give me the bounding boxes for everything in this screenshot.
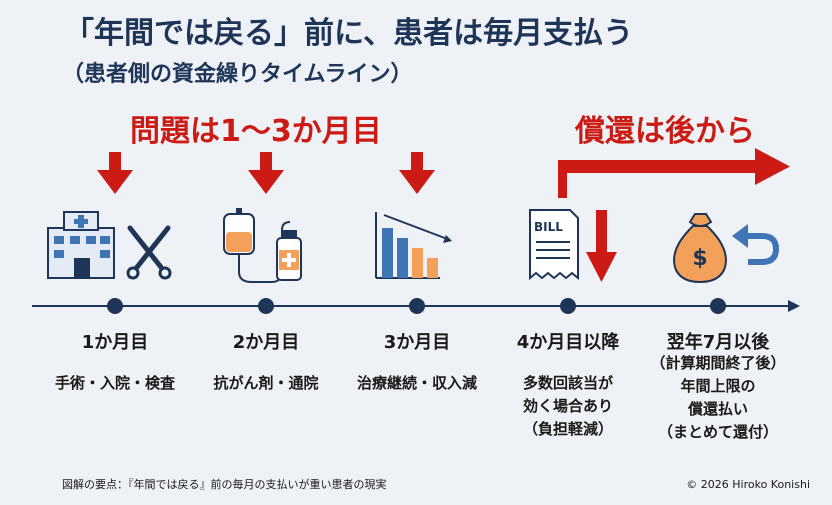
down-arrow-icon [248, 152, 284, 194]
axis-arrowhead [788, 300, 800, 312]
right-arrow-icon [558, 148, 790, 198]
footnote: 図解の要点：『年間では戻る』前の毎月の支払いが重い患者の現実 [62, 478, 387, 491]
period-detail: 治療継続・収入減 [322, 372, 512, 395]
page-subtitle: （患者側の資金繰りタイムライン） [62, 62, 413, 87]
money-bag-icon: $ [673, 213, 727, 284]
page-title: 「年間では戻る」前に、患者は毎月支払う [64, 16, 634, 51]
period-label: 3か月目 [383, 332, 451, 353]
detail-line: 治療継続・収入減 [356, 374, 477, 392]
period-detail: （計算期間終了後） 年間上限の 償還払い （まとめて還付） [623, 352, 813, 444]
detail-line: 手術・入院・検査 [54, 374, 175, 392]
hospital-icon [47, 211, 115, 279]
bill-icon: BILL [529, 209, 579, 281]
detail-line: （まとめて還付） [657, 423, 778, 441]
copyright: © 2026 Hiroko Konishi [686, 478, 810, 491]
detail-line: （負担軽減） [522, 420, 613, 438]
iv-drip-icon [223, 208, 302, 283]
down-arrow-icon [586, 210, 617, 282]
timeline-dot [409, 298, 425, 314]
period-label: 翌年7月以後 [666, 332, 770, 353]
problem-label: 問題は1〜3か月目 [130, 114, 382, 149]
repayment-label: 償還は後から [575, 114, 755, 149]
detail-line: （計算期間終了後） [650, 354, 786, 372]
period-label: 4か月目以降 [516, 332, 620, 353]
detail-line: 償還払い [687, 400, 748, 418]
dollar-text: $ [692, 246, 707, 271]
surgical-tools-icon [126, 225, 172, 280]
detail-line: 多数回該当が [522, 374, 613, 392]
detail-line: 年間上限の [680, 377, 756, 395]
period-label: 1か月目 [81, 332, 149, 353]
timeline-dot [560, 298, 576, 314]
declining-bar-chart-icon [375, 212, 452, 279]
period-detail: 多数回該当が 効く場合あり （負担軽減） [473, 372, 663, 441]
timeline-dot [107, 298, 123, 314]
period-label: 2か月目 [232, 332, 300, 353]
down-arrow-icon [97, 152, 133, 194]
bill-text: BILL [534, 220, 563, 234]
period-detail: 抗がん剤・通院 [171, 372, 361, 395]
period-detail: 手術・入院・検査 [20, 372, 210, 395]
detail-line: 効く場合あり [522, 397, 613, 415]
down-arrow-icon [399, 152, 435, 194]
timeline-dot [710, 298, 726, 314]
timeline-dot [258, 298, 274, 314]
detail-line: 抗がん剤・通院 [213, 374, 319, 392]
return-arrow-icon [732, 224, 780, 265]
